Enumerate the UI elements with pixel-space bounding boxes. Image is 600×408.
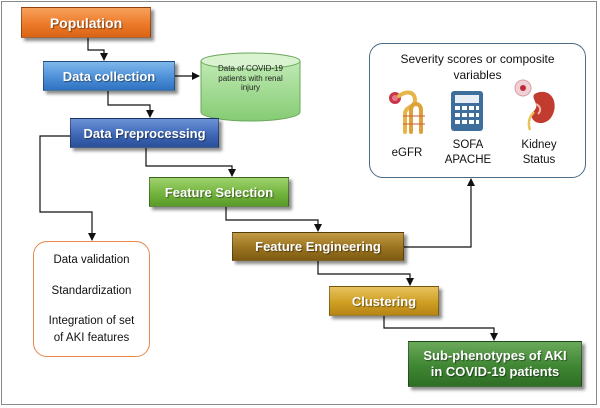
feature-selection-step: Feature Selection bbox=[149, 177, 289, 207]
severity-title-line1: Severity scores or composite bbox=[400, 52, 555, 66]
sub-phenotypes-line2: in COVID-19 patients bbox=[430, 364, 560, 379]
feature-engineering-step: Feature Engineering bbox=[232, 232, 404, 261]
population-step: Population bbox=[21, 7, 151, 38]
arrow-preprocessing-to-selection bbox=[145, 148, 236, 177]
standardization-label: Standardization bbox=[51, 285, 132, 297]
nephron-icon bbox=[389, 90, 425, 134]
integration-label: Integration of set of AKI features bbox=[33, 313, 150, 347]
integration-label-line2: of AKI features bbox=[53, 332, 130, 344]
data-preprocessing-step: Data Preprocessing bbox=[70, 118, 219, 148]
kidney-status-label: Kidney Status bbox=[514, 138, 564, 168]
kidney-icon bbox=[514, 79, 555, 131]
integration-label-line1: Integration of set bbox=[48, 315, 135, 327]
kidney-label-line1: Kidney bbox=[521, 139, 557, 151]
severity-scores-title: Severity scores or composite variables bbox=[369, 51, 586, 83]
database-label-line2: patients with renal bbox=[218, 73, 283, 83]
calculator-icon bbox=[451, 91, 483, 131]
egfr-label: eGFR bbox=[391, 147, 423, 159]
kidney-label-line2: Status bbox=[522, 154, 556, 166]
arrow-engineering-to-severity bbox=[404, 178, 475, 248]
apache-label: APACHE bbox=[444, 154, 492, 166]
clustering-step: Clustering bbox=[329, 286, 439, 316]
arrow-engineering-to-clustering bbox=[317, 261, 414, 286]
sofa-label: SOFA bbox=[452, 139, 484, 151]
arrow-population-to-collection bbox=[87, 38, 108, 61]
arrow-clustering-to-subphenotypes bbox=[383, 316, 498, 341]
database-label: Data of COVID-19 patients with renal inj… bbox=[202, 64, 299, 93]
severity-title-line2: variables bbox=[453, 68, 502, 82]
arrow-collection-to-preprocessing bbox=[107, 91, 154, 118]
database-cylinder-icon bbox=[200, 52, 301, 122]
arrow-selection-to-engineering bbox=[225, 207, 322, 232]
validation-box bbox=[33, 241, 150, 357]
sub-phenotypes-step: Sub-phenotypes of AKI in COVID-19 patien… bbox=[408, 341, 582, 387]
arrow-preprocessing-to-validation bbox=[39, 135, 96, 241]
database-label-line3: injury bbox=[240, 83, 261, 92]
database-label-line1: Data of COVID-19 bbox=[218, 64, 283, 73]
sofa-apache-label: SOFA APACHE bbox=[440, 138, 496, 168]
sub-phenotypes-line1: Sub-phenotypes of AKI bbox=[423, 348, 567, 363]
data-collection-step: Data collection bbox=[43, 61, 175, 91]
data-validation-label: Data validation bbox=[53, 254, 130, 266]
